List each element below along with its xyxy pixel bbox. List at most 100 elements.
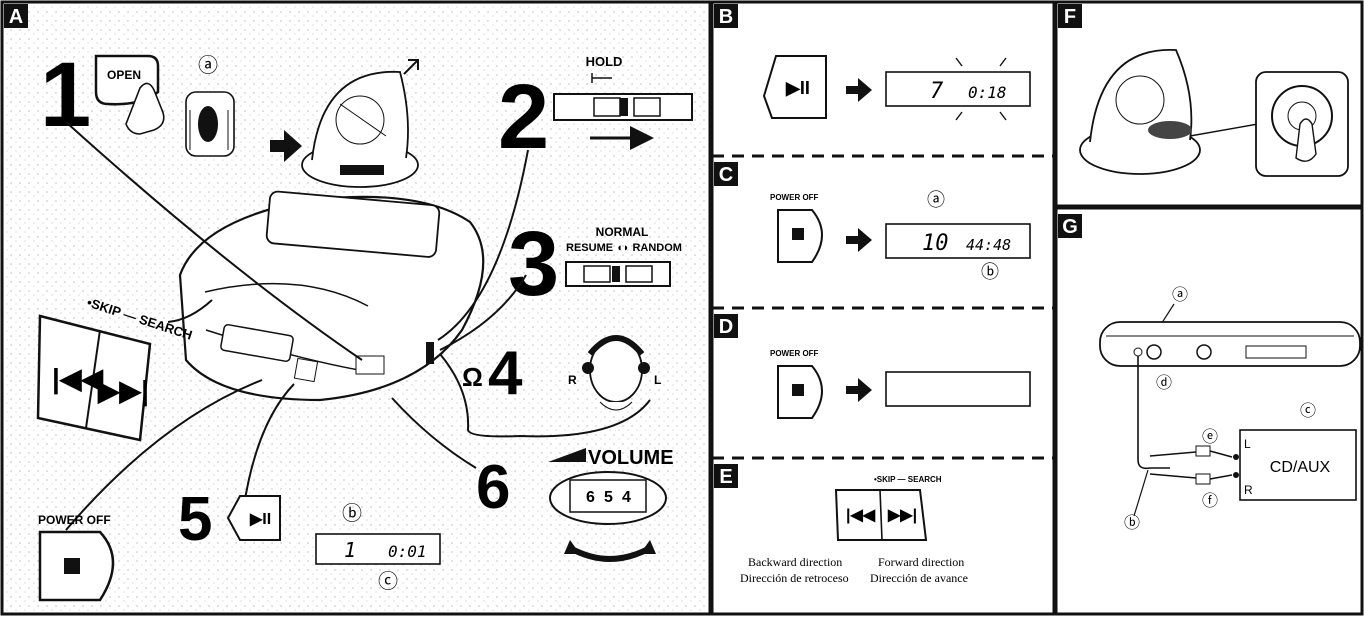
normal-label: NORMAL <box>596 225 649 239</box>
hold-indicator-icon <box>591 73 612 83</box>
panel-c: C POWER OFF ⓐ 10 44:48 ⓑ <box>712 162 1054 310</box>
blink-rays-icon <box>955 57 1007 121</box>
cd-aux-device: L R CD/AUX <box>1233 429 1357 501</box>
open-player-icon <box>301 59 419 188</box>
forward-es: Dirección de avance <box>870 571 968 585</box>
hold-label: HOLD <box>586 54 623 69</box>
step-1-number: 1 <box>40 44 91 146</box>
callout-b-step5: ⓑ <box>342 502 362 525</box>
skip-search-label-e: •SKIP — SEARCH <box>874 475 942 484</box>
step-6-number: 6 <box>476 453 510 522</box>
power-off-button-c[interactable] <box>777 209 823 263</box>
power-off-label: POWER OFF <box>38 513 111 527</box>
panel-g: G ⓐ ⓓ ⓒ ⓔ ⓕ ⓑ L R CD/AUX <box>1054 206 1364 616</box>
channel-r-label: R <box>1244 483 1253 497</box>
hand-icon-f <box>1295 118 1317 162</box>
open-button-label: OPEN <box>107 68 141 82</box>
volume-dial-mark-5: 5 <box>604 489 613 506</box>
lcd-display-c: 10 44:48 <box>885 223 1031 259</box>
volume-dial[interactable]: 6 5 4 <box>549 471 667 525</box>
spindle-closeup <box>1255 71 1349 177</box>
step-2-number: 2 <box>498 66 549 168</box>
hold-switch[interactable] <box>553 93 693 121</box>
hand-slide-icon <box>185 91 235 157</box>
callout-c-g: ⓒ <box>1300 402 1316 420</box>
skip-forward-icon-e[interactable]: ▶▶| <box>887 507 917 524</box>
panel-b-letter: B <box>719 6 733 28</box>
power-off-label-d: POWER OFF <box>770 349 819 358</box>
callout-a-step1: ⓐ <box>198 54 218 77</box>
open-player-icon-f <box>1079 49 1201 175</box>
hand-icon <box>125 82 165 135</box>
panel-d: D POWER OFF <box>712 314 1054 460</box>
player-side-view <box>1099 321 1361 367</box>
cd-aux-label: CD/AUX <box>1270 459 1331 476</box>
skip-back-icon-e[interactable]: |◀◀ <box>846 507 876 524</box>
panel-g-letter: G <box>1062 216 1078 238</box>
panel-a-badge <box>4 4 28 28</box>
panel-e: E •SKIP — SEARCH |◀◀ ▶▶| Backward direct… <box>714 464 968 585</box>
step-3-number: 3 <box>508 213 559 315</box>
channel-l-label: L <box>1244 437 1251 451</box>
arrow-right-icon <box>270 130 302 162</box>
ear-l-label: L <box>654 373 661 387</box>
display-time: 0:01 <box>388 542 427 561</box>
skip-buttons-e: |◀◀ ▶▶| <box>834 489 928 541</box>
callout-a-g: ⓐ <box>1172 286 1188 304</box>
backward-es: Dirección de retroceso <box>740 571 849 585</box>
ear-r-label: R <box>568 373 577 387</box>
backward-en: Backward direction <box>748 555 842 569</box>
panel-f: F <box>1054 0 1364 208</box>
leader-lines <box>65 121 529 539</box>
panel-c-letter: C <box>719 164 733 186</box>
panel-e-letter: E <box>719 466 732 488</box>
arrow-right-icon-b <box>846 78 872 102</box>
skip-buttons: |◀◀ ▶▶| <box>36 314 152 442</box>
lcd-display-step5: 1 0:01 <box>315 533 441 565</box>
display-time-c: 44:48 <box>966 236 1011 254</box>
arrow-right-icon-c <box>846 228 872 252</box>
skip-back-icon[interactable]: |◀◀ <box>52 363 103 394</box>
stop-icon-c <box>792 228 804 240</box>
volume-dial-mark-6: 6 <box>586 489 595 506</box>
lcd-display-d <box>885 371 1031 407</box>
display-time-b: 0:18 <box>968 83 1007 102</box>
power-off-button[interactable] <box>38 530 115 602</box>
volume-wedge-icon <box>548 448 586 462</box>
callout-b-c: ⓑ <box>981 262 999 282</box>
callout-c-step5: ⓒ <box>378 570 398 593</box>
skip-forward-icon[interactable]: ▶▶| <box>97 375 149 406</box>
forward-en: Forward direction <box>878 555 964 569</box>
arrow-right-icon-d <box>846 378 872 402</box>
power-off-label-c: POWER OFF <box>770 193 819 202</box>
resume-random-label: RESUME ◖◗ RANDOM <box>566 242 682 254</box>
step-4-number: 4 <box>488 339 523 408</box>
panel-d-letter: D <box>719 316 733 338</box>
display-track: 1 <box>344 538 356 562</box>
panel-f-letter: F <box>1064 6 1076 28</box>
connection-cable <box>1137 356 1170 470</box>
headphone-cord <box>439 353 651 438</box>
display-track-c: 10 <box>922 231 949 256</box>
callout-d-g: ⓓ <box>1156 374 1172 392</box>
callout-b-g: ⓑ <box>1124 514 1140 532</box>
mode-switch[interactable] <box>565 261 671 287</box>
power-off-button-d[interactable] <box>777 365 823 419</box>
lcd-display-b: 7 0:18 <box>885 57 1031 121</box>
listener-head-icon <box>582 335 650 411</box>
panel-a: A 1 OPEN ⓐ 2 HOLD <box>0 0 712 616</box>
play-pause-icon-b: ▶II <box>785 78 810 98</box>
display-track-b: 7 <box>930 79 944 104</box>
stop-icon-d <box>792 384 804 396</box>
play-pause-button[interactable]: ▶II <box>226 495 281 541</box>
play-pause-button-b[interactable]: ▶II <box>762 55 827 119</box>
step-5-number: 5 <box>178 485 212 554</box>
callout-e-g: ⓔ <box>1202 428 1218 446</box>
cd-player-body <box>178 190 485 402</box>
volume-dial-mark-4: 4 <box>622 489 631 506</box>
play-pause-icon: ▶II <box>249 511 271 528</box>
panel-a-letter: A <box>9 6 23 28</box>
headphone-jack-symbol: Ω <box>462 362 483 392</box>
